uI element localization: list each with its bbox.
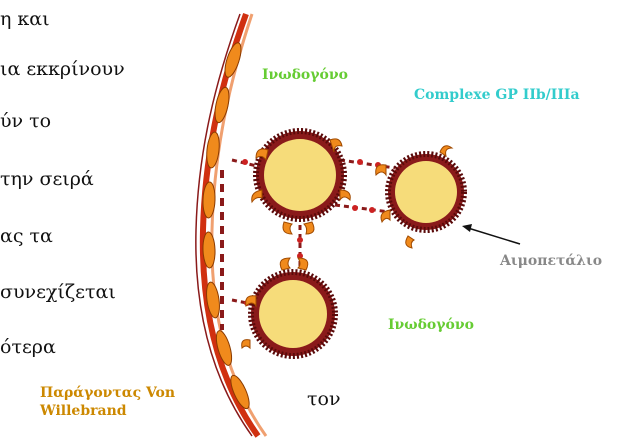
- vessel-wall: [196, 14, 266, 436]
- platelet-arrow: [462, 224, 520, 244]
- platelet-right: [388, 154, 464, 230]
- platelet-label: Αιμοπετάλιο: [500, 254, 602, 268]
- fibrinogen-label-top: Ινωδογόνο: [262, 68, 348, 82]
- endothelial-cells: [202, 41, 252, 411]
- platelet-top: [256, 131, 344, 219]
- vwf-label-line-2: Willebrand: [40, 404, 127, 418]
- gp-complex-label: Complexe GP IIb/IIIa: [414, 88, 580, 102]
- vwf-label-line-1: Παράγοντας Von: [40, 386, 175, 400]
- fibrinogen-label-bottom: Ινωδογόνο: [388, 318, 474, 332]
- platelet-bottom: [251, 272, 335, 356]
